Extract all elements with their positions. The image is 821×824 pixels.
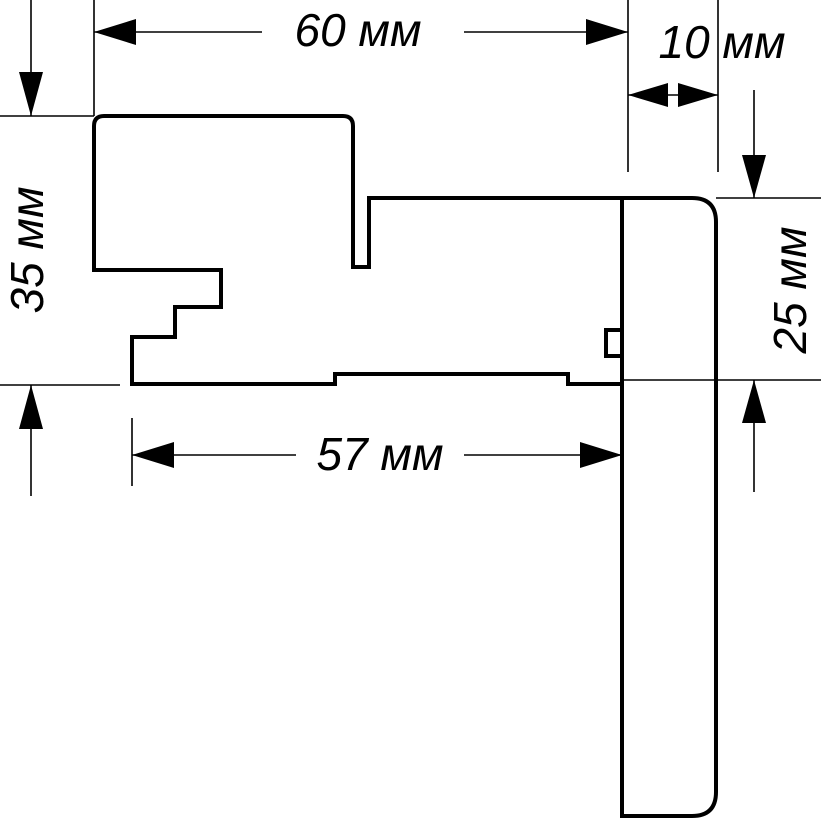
dimension-label-frame-height: 35 мм	[1, 186, 53, 313]
dimension-label-frame-width: 60 мм	[294, 4, 421, 56]
casing-profile	[620, 196, 718, 818]
dimension-frame-depth: 57 мм	[131, 418, 622, 486]
arrowhead	[580, 442, 622, 468]
dimension-frame-width: 60 мм	[93, 0, 629, 172]
door-frame-profile	[92, 114, 624, 386]
dimension-casing-offset: 25 мм	[622, 90, 821, 492]
arrowhead	[586, 19, 628, 45]
dimension-label-casing-offset: 25 мм	[764, 226, 816, 354]
dimension-frame-height: 35 мм	[0, 0, 120, 496]
arrowhead	[742, 380, 766, 423]
arrowhead	[132, 442, 174, 468]
arrowhead	[628, 83, 668, 107]
dimension-casing-thickness: 10 мм	[628, 0, 786, 172]
arrowhead	[94, 19, 136, 45]
arrowhead	[678, 83, 718, 107]
dimension-label-frame-depth: 57 мм	[316, 428, 443, 480]
dimension-label-casing-thickness: 10 мм	[658, 16, 785, 68]
arrowhead	[742, 155, 766, 198]
arrowhead	[19, 72, 43, 116]
arrowhead	[19, 385, 43, 429]
seal-groove	[604, 328, 624, 358]
